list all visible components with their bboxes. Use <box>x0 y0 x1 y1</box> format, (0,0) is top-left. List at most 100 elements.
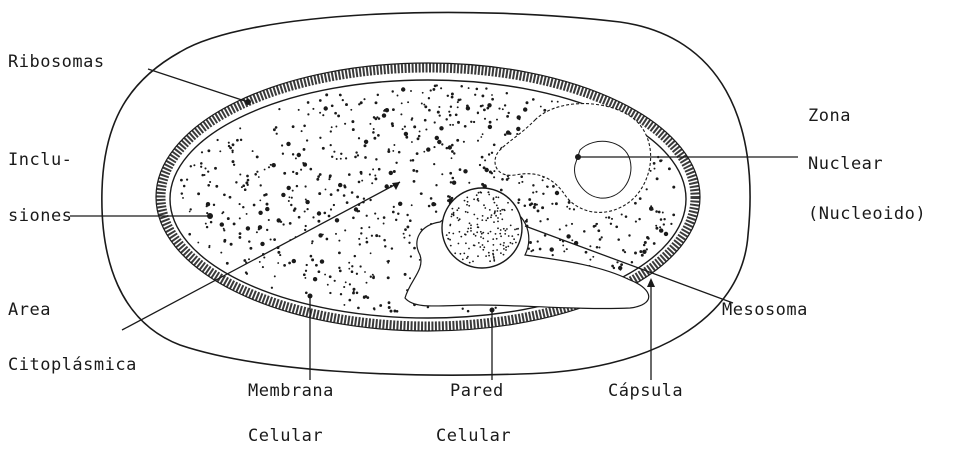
cytoplasm-dot <box>201 174 204 177</box>
cytoplasm-dot <box>625 215 628 218</box>
cytoplasm-dot <box>197 242 199 244</box>
cytoplasm-dot <box>526 101 529 104</box>
cytoplasm-dot <box>182 197 184 199</box>
mesosoma-dot <box>482 232 484 234</box>
cytoplasm-dot <box>410 90 412 92</box>
cytoplasm-dot <box>506 178 509 181</box>
cytoplasm-dot <box>500 189 503 192</box>
mesosoma-dot <box>487 233 489 235</box>
mesosoma-dot <box>458 243 460 245</box>
cytoplasm-dot <box>343 304 345 306</box>
cytoplasm-dot <box>616 261 618 263</box>
cytoplasm-dot <box>659 228 663 232</box>
cytoplasm-dot <box>403 233 405 235</box>
cytoplasm-dot <box>409 277 411 279</box>
cytoplasm-dot <box>402 128 404 130</box>
mesosoma-dot <box>492 250 494 252</box>
cytoplasm-dot <box>646 248 648 250</box>
cytoplasm-dot <box>328 215 331 218</box>
cytoplasm-dot <box>186 178 188 180</box>
cytoplasm-dot <box>456 139 459 142</box>
mesosoma-dot <box>458 207 460 209</box>
mesosoma-dot <box>484 207 486 209</box>
cytoplasm-dot <box>358 181 361 184</box>
mesosoma-dot <box>462 259 464 261</box>
cytoplasm-dot <box>300 169 302 171</box>
mesosoma-dot <box>454 252 456 254</box>
mesosoma-dot <box>452 208 454 210</box>
cytoplasm-dot <box>401 87 405 91</box>
cytoplasm-dot <box>249 247 252 250</box>
cytoplasm-dot <box>477 112 479 114</box>
cytoplasm-dot <box>334 112 337 115</box>
cytoplasm-dot <box>340 158 342 160</box>
mesosoma-dot <box>477 226 479 228</box>
cytoplasm-dot <box>552 254 554 256</box>
mesosoma-dot <box>507 246 509 248</box>
cytoplasm-dot <box>329 275 332 278</box>
label-pared-line1: Pared <box>450 381 504 401</box>
mesosoma-dot <box>477 199 479 201</box>
cytoplasm-dot <box>364 140 368 144</box>
cytoplasm-dot <box>664 232 668 236</box>
cytoplasm-dot <box>363 98 365 100</box>
cytoplasm-dot <box>450 105 452 107</box>
cytoplasm-dot <box>391 124 394 127</box>
cytoplasm-dot <box>320 259 324 263</box>
cytoplasm-dot <box>410 159 412 161</box>
mesosoma-dot <box>452 233 454 235</box>
cytoplasm-dot <box>339 94 341 96</box>
cytoplasm-dot <box>479 164 481 166</box>
cytoplasm-dot <box>372 131 375 134</box>
cytoplasm-dot <box>543 109 546 112</box>
mesosoma-dot <box>472 261 474 263</box>
cytoplasm-dot <box>183 185 186 188</box>
cytoplasm-dot <box>292 153 294 155</box>
cytoplasm-dot <box>353 288 356 291</box>
cytoplasm-dot <box>491 152 493 154</box>
cytoplasm-dot <box>360 227 362 229</box>
mesosoma-dot <box>483 204 485 206</box>
cytoplasm-dot <box>345 103 348 106</box>
cytoplasm-dot <box>654 168 656 170</box>
cytoplasm-dot <box>210 221 213 224</box>
cytoplasm-dot <box>450 181 452 183</box>
cytoplasm-dot <box>358 238 360 240</box>
cytoplasm-dot <box>524 205 527 208</box>
cytoplasm-dot <box>412 159 415 162</box>
cytoplasm-dot <box>232 143 235 146</box>
mesosoma-dot <box>480 191 482 193</box>
cytoplasm-dot <box>235 181 237 183</box>
cytoplasm-dot <box>386 260 388 262</box>
mesosoma-dot <box>511 209 513 211</box>
cytoplasm-dot <box>662 212 664 214</box>
cytoplasm-dot <box>368 226 370 228</box>
cytoplasm-dot <box>473 121 475 123</box>
cytoplasm-dot <box>355 151 357 153</box>
mesosoma-dot <box>473 198 475 200</box>
cytoplasm-dot <box>451 93 454 96</box>
cytoplasm-dot <box>330 144 332 146</box>
cytoplasm-dot <box>391 247 393 249</box>
mesosoma-dot <box>473 214 475 216</box>
cytoplasm-dot <box>204 167 206 169</box>
mesosoma-dot <box>483 246 485 248</box>
cytoplasm-dot <box>646 188 648 190</box>
cytoplasm-dot <box>528 198 531 201</box>
mesosoma-dot <box>495 215 497 217</box>
cytoplasm-dot <box>326 238 329 241</box>
cytoplasm-dot <box>422 92 424 94</box>
cytoplasm-dot <box>268 166 270 168</box>
cytoplasm-dot <box>216 139 218 141</box>
cytoplasm-dot <box>279 254 281 256</box>
cytoplasm-dot <box>404 132 408 136</box>
cytoplasm-dot <box>457 101 459 103</box>
cytoplasm-dot <box>297 153 301 157</box>
mesosoma-dot <box>479 246 481 248</box>
cytoplasm-dot <box>363 198 365 200</box>
cytoplasm-dot <box>562 244 564 246</box>
cytoplasm-dot <box>188 233 191 236</box>
cytoplasm-dot <box>566 234 570 238</box>
mesosoma-dot <box>450 245 452 247</box>
cytoplasm-dot <box>244 188 247 191</box>
